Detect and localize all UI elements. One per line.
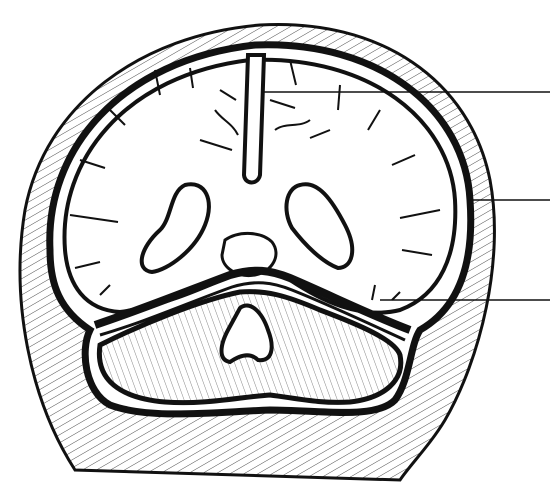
falx-cerebri bbox=[244, 55, 264, 183]
